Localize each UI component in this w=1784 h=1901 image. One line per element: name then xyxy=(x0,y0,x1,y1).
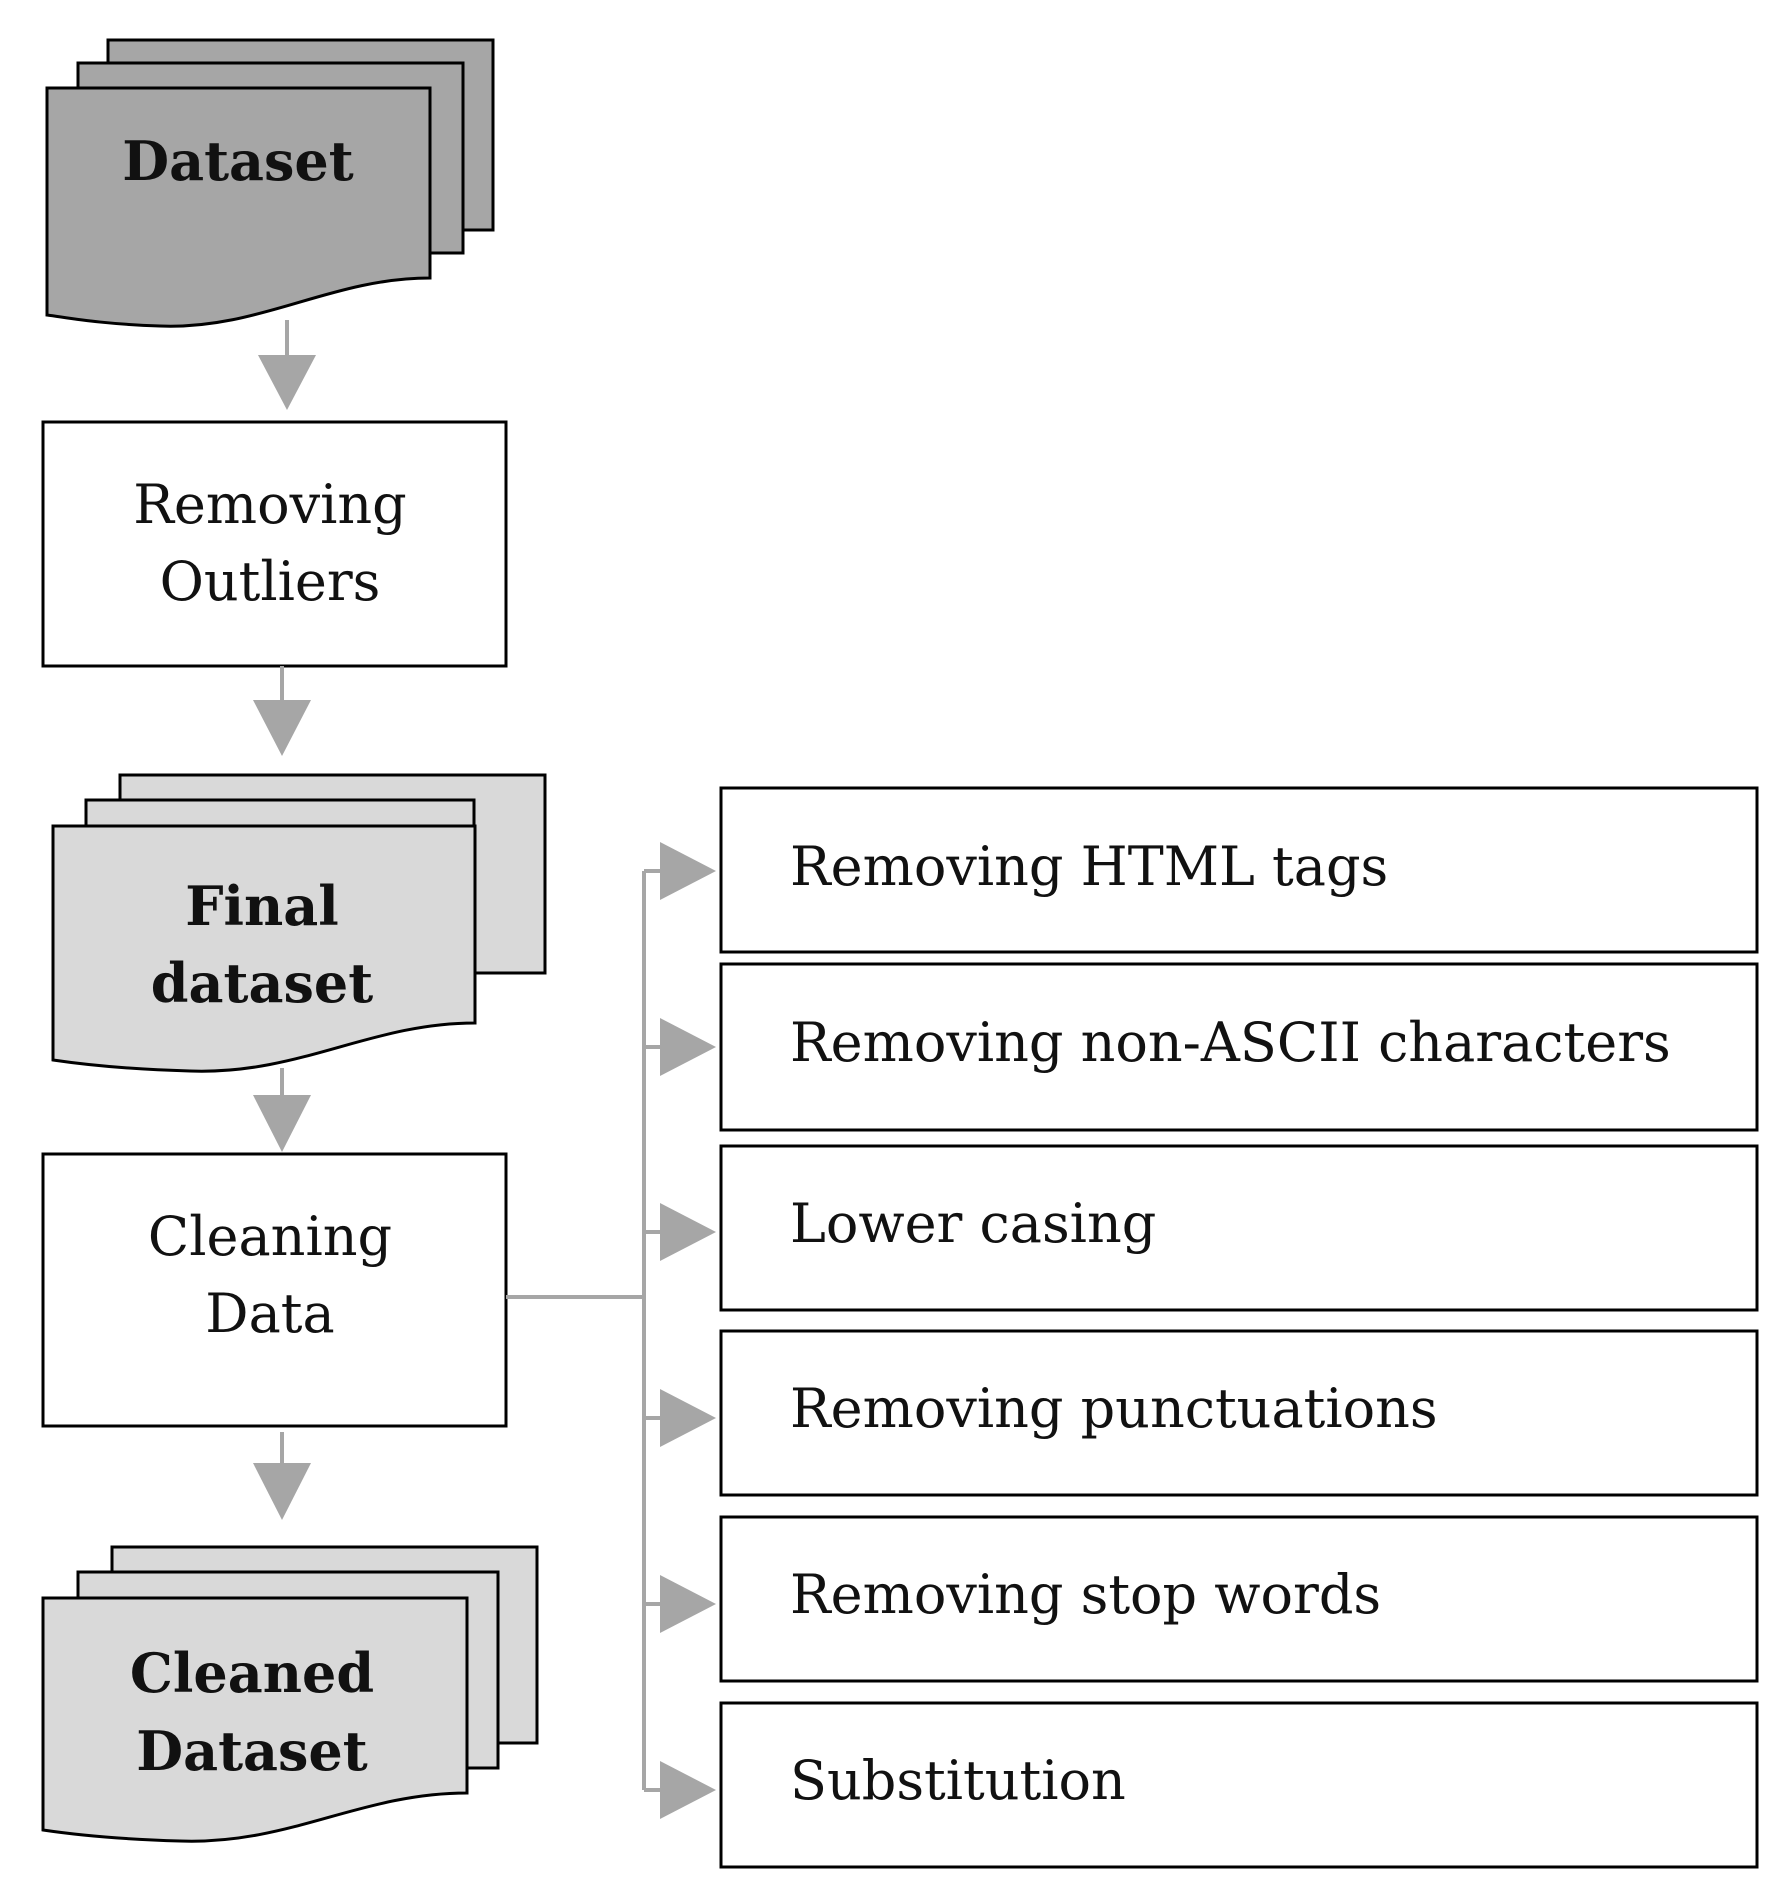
step-label-non-ascii: Removing non-ASCII characters xyxy=(790,1011,1671,1074)
arrow-final-to-cleaning xyxy=(253,1068,311,1152)
step-2: Removing non-ASCII characters xyxy=(644,962,1759,1132)
step-label-lower-casing: Lower casing xyxy=(790,1192,1156,1255)
cleaning-label-line2: Data xyxy=(205,1282,334,1345)
dataset-page-front xyxy=(45,86,432,328)
step-6: Substitution xyxy=(644,1701,1759,1869)
arrow-outliers-to-final xyxy=(253,666,311,756)
final-page-front xyxy=(51,824,477,1073)
step-label-html-tags: Removing HTML tags xyxy=(790,835,1388,898)
cleaned-dataset-label-line1: Cleaned xyxy=(130,1641,374,1705)
dataset-document-stack: Dataset xyxy=(45,38,495,328)
arrow-cleaning-to-cleaned xyxy=(253,1432,311,1520)
outliers-label-line1: Removing xyxy=(133,473,406,536)
cleaned-dataset-label-line2: Dataset xyxy=(136,1719,368,1783)
final-dataset-document-stack: Final dataset xyxy=(51,773,547,1073)
final-dataset-label-line1: Final xyxy=(185,874,339,938)
step-label-punctuations: Removing punctuations xyxy=(790,1377,1438,1440)
outliers-label-line2: Outliers xyxy=(160,550,381,613)
step-connector xyxy=(506,871,646,1790)
cleaned-page-front xyxy=(41,1596,469,1843)
step-3: Lower casing xyxy=(644,1144,1759,1312)
dataset-label: Dataset xyxy=(122,129,354,193)
step-label-substitution: Substitution xyxy=(790,1749,1126,1812)
step-label-stop-words: Removing stop words xyxy=(790,1563,1381,1626)
cleaning-data-box: Cleaning Data xyxy=(41,1152,508,1428)
cleaned-dataset-document-stack: Cleaned Dataset xyxy=(41,1545,539,1843)
step-1: Removing HTML tags xyxy=(644,786,1759,954)
cleaning-label-line1: Cleaning xyxy=(148,1205,392,1268)
removing-outliers-box: Removing Outliers xyxy=(41,420,508,668)
step-4: Removing punctuations xyxy=(644,1329,1759,1497)
step-5: Removing stop words xyxy=(644,1515,1759,1683)
final-dataset-label-line2: dataset xyxy=(151,951,373,1015)
arrow-dataset-to-outliers xyxy=(258,320,316,410)
